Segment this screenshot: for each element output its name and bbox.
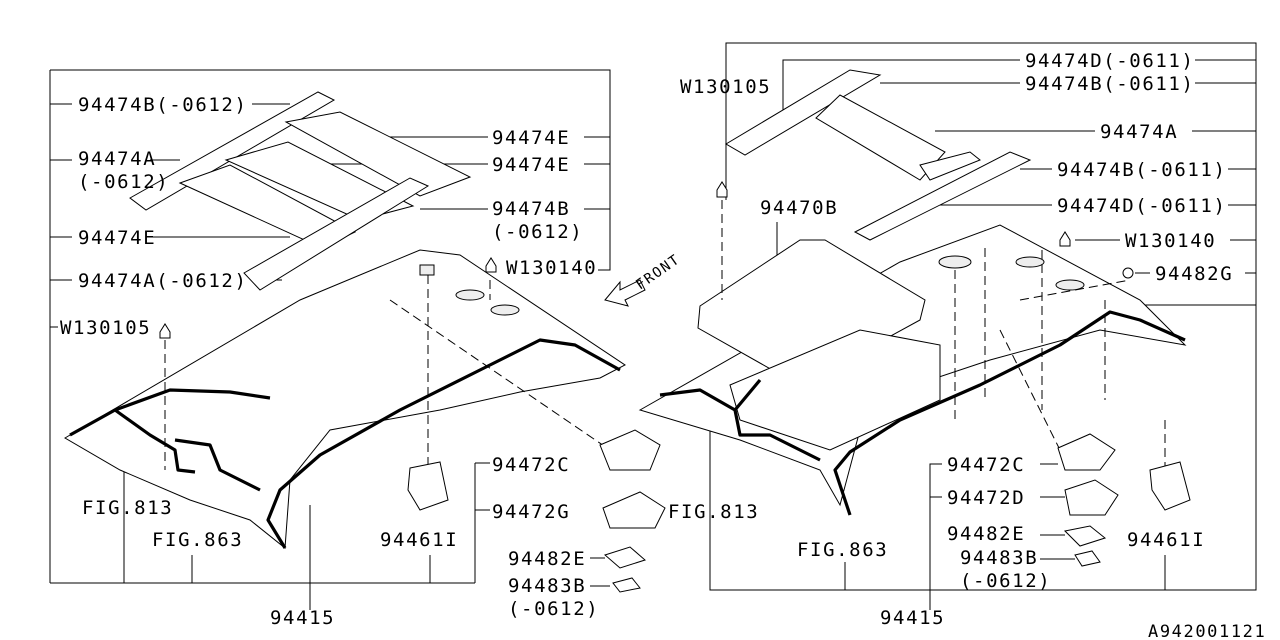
- label-94472c: 94472C: [947, 454, 1025, 476]
- label-94483b: 94483B: [508, 575, 586, 597]
- label-94474a-note: (-0612): [78, 171, 169, 193]
- label-94474a-0612: 94474A(-0612): [78, 270, 248, 292]
- label-94474a: 94474A: [78, 148, 156, 170]
- label-94461i: 94461I: [380, 529, 458, 551]
- right-fastener-w130105: [716, 181, 728, 198]
- label-94474d-mid: 94474D(-0611): [1057, 195, 1227, 217]
- label-w130105: W130105: [60, 317, 151, 339]
- label-fig813: FIG.813: [668, 501, 759, 523]
- label-94470b: 94470B: [760, 197, 838, 219]
- front-label: FRONT: [633, 251, 683, 293]
- label-94482g: 94482G: [1155, 263, 1233, 285]
- left-lamps: [407, 429, 666, 593]
- label-94474e-mid: 94474E: [492, 154, 570, 176]
- label-94472c: 94472C: [492, 454, 570, 476]
- right-headliner: [638, 200, 1187, 516]
- label-94474b: 94474B: [492, 198, 570, 220]
- left-labels: 94474B(-0612) 94474A (-0612) 94474E 9447…: [60, 94, 599, 629]
- label-fig863: FIG.863: [797, 539, 888, 561]
- label-94415: 94415: [270, 607, 335, 629]
- label-fig863: FIG.863: [152, 529, 243, 551]
- label-fig813: FIG.813: [82, 497, 173, 519]
- left-fastener-w130140: [485, 257, 497, 273]
- label-94474b-top: 94474B(-0611): [1025, 73, 1195, 95]
- label-94483b-note: (-0612): [960, 570, 1051, 592]
- left-fastener-w130105: [159, 323, 171, 339]
- label-w130105: W130105: [680, 76, 771, 98]
- diagram-id: A942001121: [1148, 622, 1266, 640]
- label-94474b-mid: 94474B(-0611): [1057, 159, 1227, 181]
- front-arrow: FRONT: [604, 251, 683, 307]
- label-94474a: 94474A: [1100, 121, 1178, 143]
- left-headliner: [64, 249, 626, 549]
- left-sunshade-panels: [129, 91, 472, 291]
- label-94474e-left: 94474E: [78, 227, 156, 249]
- right-lamps: [1057, 433, 1191, 567]
- label-94472d: 94472D: [947, 487, 1025, 509]
- label-94474d-top: 94474D(-0611): [1025, 50, 1195, 72]
- label-94474b-note: (-0612): [492, 221, 583, 243]
- label-94474e-top: 94474E: [492, 127, 570, 149]
- label-94482e: 94482E: [508, 548, 586, 570]
- right-plug-94482g: [1122, 267, 1134, 279]
- label-94472g: 94472G: [492, 501, 570, 523]
- label-94483b: 94483B: [960, 547, 1038, 569]
- label-w130140: W130140: [506, 257, 597, 279]
- right-fastener-w130140: [1059, 231, 1071, 247]
- label-94415: 94415: [880, 607, 945, 629]
- label-94461i: 94461I: [1127, 529, 1205, 551]
- label-94482e: 94482E: [947, 523, 1025, 545]
- label-94483b-note: (-0612): [508, 598, 599, 620]
- label-w130140: W130140: [1125, 230, 1216, 252]
- right-labels: W130105 94474D(-0611) 94474B(-0611) 9447…: [668, 50, 1233, 629]
- right-sunshade-panels: [725, 69, 1032, 241]
- label-94474b-0612: 94474B(-0612): [78, 94, 248, 116]
